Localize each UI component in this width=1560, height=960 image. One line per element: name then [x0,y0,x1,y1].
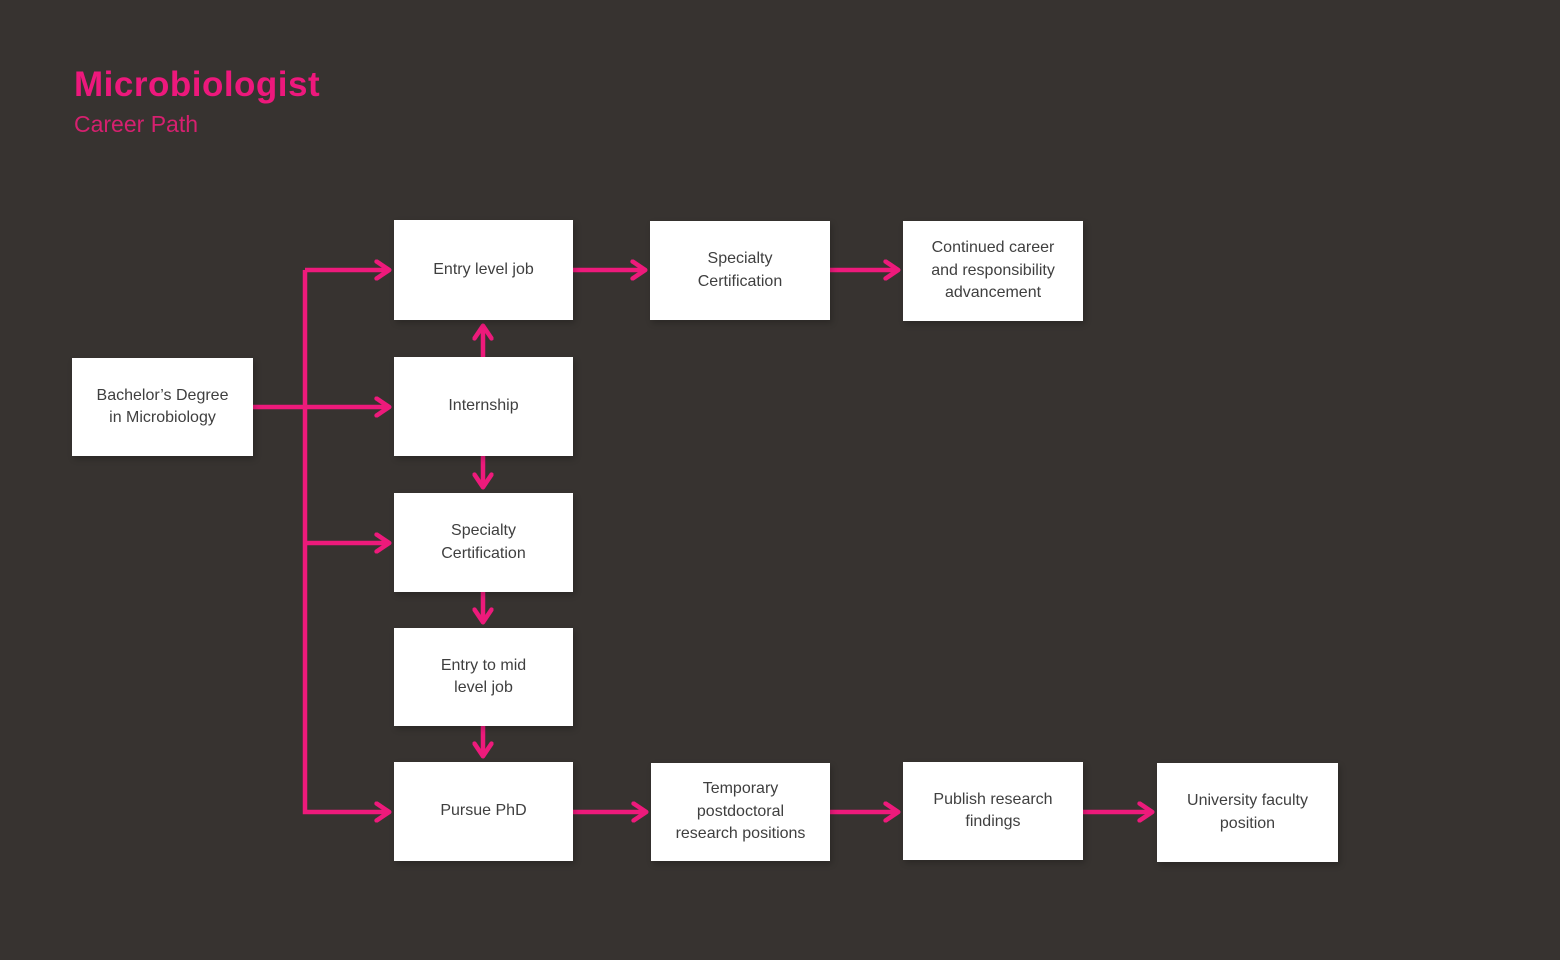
node-label: Temporary postdoctoral research position… [675,780,806,843]
node-label: University faculty position [1187,792,1308,832]
node-label: Entry to mid level job [440,656,527,696]
header: Microbiologist Career Path [74,65,321,138]
node-label: Pursue PhD [440,802,527,820]
node-label: Specialty Certification [441,522,526,562]
node-entry-level-job: Entry level job [394,220,573,320]
node-specialty-certification: Specialty Certification [394,493,573,592]
node-label: Publish research findings [933,790,1053,830]
node-label: Internship [448,397,519,415]
node-temporary-postdoctoral-research: Temporary postdoctoral research position… [651,763,830,861]
node-specialty-certification-post-entry: Specialty Certification [650,221,830,320]
node-university-faculty-position: University faculty position [1157,763,1338,862]
edge-bachelors-to-pursue-phd [302,270,388,812]
node-continued-career-advancement: Continued career and responsibility adva… [903,221,1083,321]
node-label: Bachelor’s Degree in Microbiology [96,386,229,426]
node-bachelors-degree: Bachelor’s Degree in Microbiology [72,358,253,456]
node-label: Entry level job [433,260,534,278]
page-title: Microbiologist [74,65,321,104]
node-label: Continued career and responsibility adva… [931,239,1055,302]
node-publish-research-findings: Publish research findings [903,762,1083,860]
node-entry-to-mid-level-job: Entry to mid level job [394,628,573,726]
node-pursue-phd: Pursue PhD [394,762,573,861]
page-subtitle: Career Path [74,110,199,137]
node-internship: Internship [394,357,573,456]
node-label: Specialty Certification [697,250,783,290]
